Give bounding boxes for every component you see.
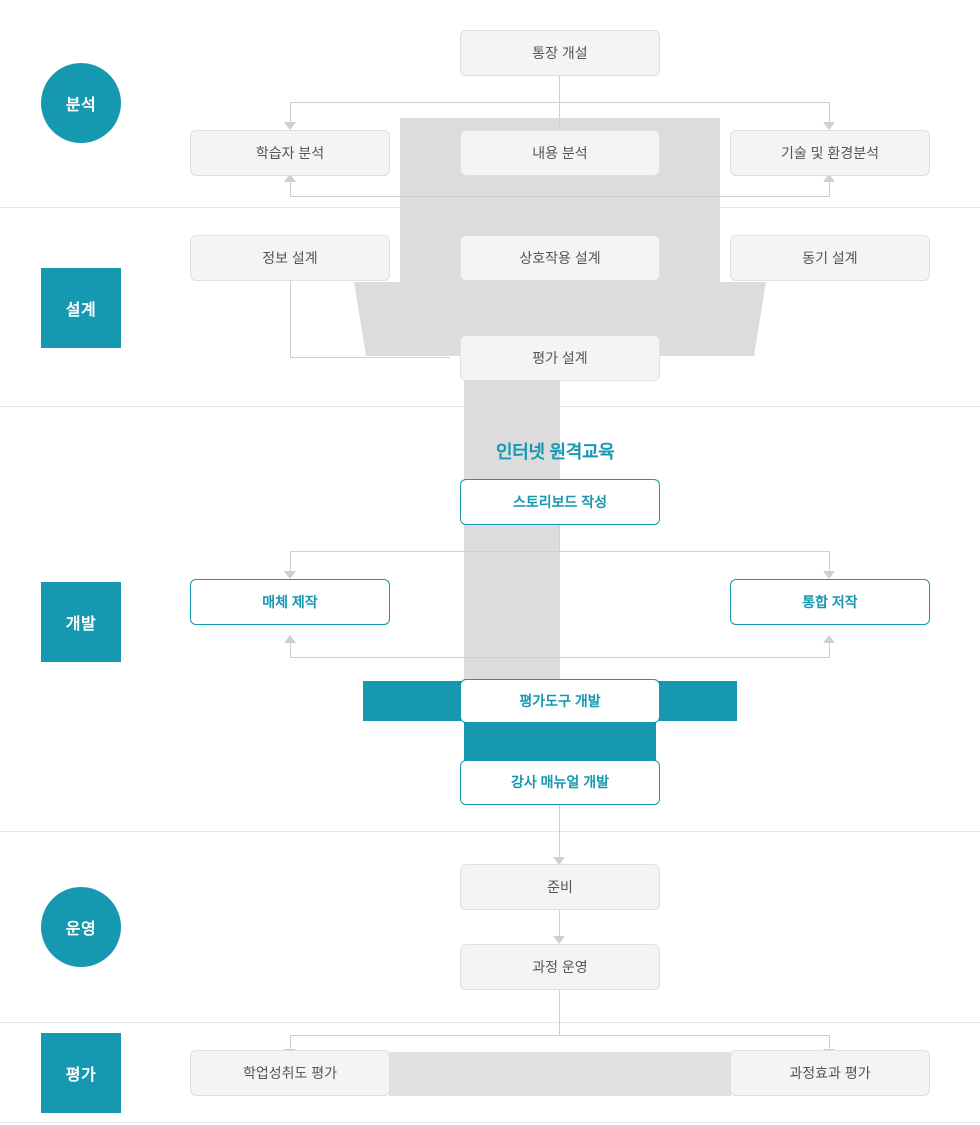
line-analysis-bus — [290, 102, 830, 103]
divider-operation-evaluation — [0, 1022, 980, 1023]
line-storyboard-down — [559, 525, 560, 551]
node-instructor-manual[interactable]: 강사 매뉴얼 개발 — [460, 760, 660, 805]
line-return-to-learner — [290, 182, 291, 196]
diagram-center-title: 인터넷 원격교육 — [496, 442, 615, 462]
stage-badge-development[interactable]: 개발 — [41, 582, 121, 662]
node-content-analysis[interactable]: 내용 분석 — [460, 130, 660, 176]
line-bus-to-media — [290, 551, 291, 573]
stage-label-development: 개발 — [65, 616, 97, 633]
funnel-notch-right — [754, 282, 766, 356]
evaluation-row-band — [389, 1052, 731, 1096]
arrow-up-integrated-authoring — [823, 635, 835, 643]
node-preparation[interactable]: 준비 — [460, 864, 660, 910]
stage-badge-operation[interactable]: 운영 — [41, 887, 121, 967]
stage-label-analysis: 분석 — [65, 97, 97, 114]
arrow-up-media-production — [284, 635, 296, 643]
line-return-to-media — [290, 643, 291, 657]
line-evaluation-bus — [290, 1035, 830, 1036]
node-course-operation[interactable]: 과정 운영 — [460, 944, 660, 990]
divider-bottom — [0, 1122, 980, 1123]
stage-label-evaluation: 평가 — [65, 1067, 97, 1084]
line-bus-to-authoring — [829, 551, 830, 573]
stage-label-design: 설계 — [65, 302, 97, 319]
line-bus-to-achievement — [290, 1035, 291, 1051]
teal-bar-instructor-manual — [464, 721, 656, 763]
node-evaluation-design[interactable]: 평가 설계 — [460, 335, 660, 381]
line-bus-to-tech — [829, 102, 830, 124]
arrow-to-preparation — [553, 857, 565, 865]
arrow-to-course-operation — [553, 936, 565, 944]
line-info-design-to-eval — [290, 357, 450, 358]
node-tech-env-analysis[interactable]: 기술 및 환경분석 — [730, 130, 930, 176]
node-motivation-design[interactable]: 동기 설계 — [730, 235, 930, 281]
line-manual-to-preparation — [559, 805, 560, 859]
line-return-to-tech — [829, 182, 830, 196]
line-analysis-return-bus — [290, 196, 830, 197]
line-development-return-bus — [290, 657, 830, 658]
arrow-to-integrated-authoring — [823, 571, 835, 579]
node-eval-tool-dev[interactable]: 평가도구 개발 — [460, 679, 660, 723]
stage-badge-evaluation[interactable]: 평가 — [41, 1033, 121, 1113]
stage-badge-analysis[interactable]: 분석 — [41, 63, 121, 143]
node-integrated-authoring[interactable]: 통합 저작 — [730, 579, 930, 625]
line-preparation-to-operation — [559, 910, 560, 938]
node-course-effect-eval[interactable]: 과정효과 평가 — [730, 1050, 930, 1096]
node-achievement-eval[interactable]: 학업성취도 평가 — [190, 1050, 390, 1096]
line-operation-to-eval-bus — [559, 990, 560, 1035]
node-learner-analysis[interactable]: 학습자 분석 — [190, 130, 390, 176]
node-info-design[interactable]: 정보 설계 — [190, 235, 390, 281]
line-return-to-authoring — [829, 643, 830, 657]
stage-label-operation: 운영 — [65, 921, 97, 938]
arrow-to-media-production — [284, 571, 296, 579]
line-account-to-content — [559, 76, 560, 136]
divider-development-operation — [0, 831, 980, 832]
stage-badge-design[interactable]: 설계 — [41, 268, 121, 348]
node-media-production[interactable]: 매체 제작 — [190, 579, 390, 625]
line-info-design-down — [290, 280, 291, 357]
arrow-up-learner-analysis — [284, 174, 296, 182]
arrow-up-tech-analysis — [823, 174, 835, 182]
line-development-bus — [290, 551, 830, 552]
funnel-notch-left — [354, 282, 366, 356]
node-storyboard[interactable]: 스토리보드 작성 — [460, 479, 660, 525]
arrow-to-tech-analysis — [823, 122, 835, 130]
node-interaction-design[interactable]: 상호작용 설계 — [460, 235, 660, 281]
line-bus-to-learner — [290, 102, 291, 124]
line-bus-to-course-effect — [829, 1035, 830, 1051]
arrow-to-learner-analysis — [284, 122, 296, 130]
node-account-open[interactable]: 통장 개설 — [460, 30, 660, 76]
